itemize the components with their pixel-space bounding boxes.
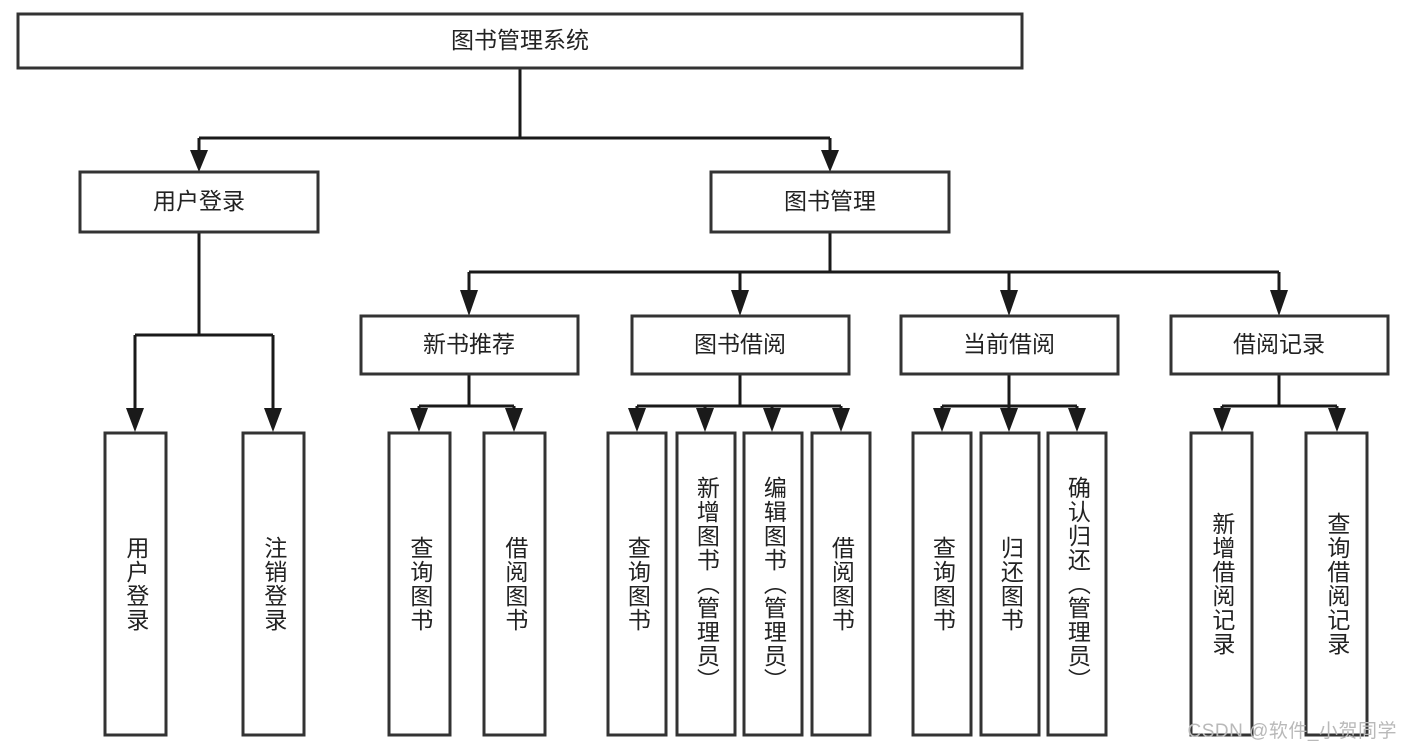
- connectors-layer: [126, 68, 1346, 432]
- leaf-box-newbook-query[interactable]: [387, 431, 452, 737]
- arrow-head-newbook-leaf-1: [410, 408, 428, 432]
- leaf-label-wrap-record-add: 新增借阅记录: [1191, 433, 1252, 735]
- leaf-box-record-add[interactable]: [1189, 431, 1254, 737]
- leaf-label-wrap-user-login: 用户登录: [105, 433, 166, 735]
- arrow-head-bookborrow-leaf-1: [628, 408, 646, 432]
- leaf-box-logout[interactable]: [241, 431, 306, 737]
- arrow-head-book-borrow: [731, 290, 749, 316]
- node-root[interactable]: 图书管理系统: [16, 12, 1024, 70]
- book-borrow-label: 图书借阅: [694, 331, 786, 357]
- borrow-records-box[interactable]: [1169, 314, 1390, 376]
- node-book-borrow[interactable]: 图书借阅: [630, 314, 851, 376]
- root-box[interactable]: [16, 12, 1024, 70]
- arrow-head-bookborrow-leaf-3: [763, 408, 781, 432]
- node-borrow-records[interactable]: 借阅记录: [1169, 314, 1390, 376]
- leaf-label-wrap-current-query: 查询图书: [913, 433, 971, 735]
- leaf-label-wrap-borrow-lend: 借阅图书: [812, 433, 870, 735]
- leaf-box-borrow-query[interactable]: [606, 431, 668, 737]
- node-user-login[interactable]: 用户登录: [78, 170, 320, 234]
- leaf-box-newbook-borrow[interactable]: [482, 431, 547, 737]
- arrow-head-borrowrecords-leaf-2: [1328, 408, 1346, 432]
- node-book-manage[interactable]: 图书管理: [709, 170, 951, 234]
- leaf-label-newbook-query: 查询图书: [406, 536, 433, 632]
- new-book-recommend-box[interactable]: [359, 314, 580, 376]
- arrow-head-newbook-leaf-2: [505, 408, 523, 432]
- arrow-head-currentborrow-leaf-3: [1068, 408, 1086, 432]
- leaf-label-record-query: 查询借阅记录: [1323, 512, 1350, 656]
- leaf-label-user-login: 用户登录: [122, 536, 149, 632]
- current-borrow-box[interactable]: [899, 314, 1120, 376]
- leaf-box-current-confirm[interactable]: [1046, 431, 1108, 737]
- leaf-box-borrow-add[interactable]: [675, 431, 737, 737]
- book-manage-box[interactable]: [709, 170, 951, 234]
- arrow-head-user-login: [190, 150, 208, 172]
- user-login-label: 用户登录: [153, 188, 245, 214]
- leaf-label-borrow-edit: 编辑图书（管理员）: [760, 476, 787, 692]
- leaf-box-record-query[interactable]: [1304, 431, 1369, 737]
- new-book-recommend-label: 新书推荐: [423, 331, 515, 357]
- leaf-label-current-return: 归还图书: [997, 536, 1024, 632]
- leaf-label-borrow-query: 查询图书: [624, 536, 651, 632]
- arrow-head-bookborrow-leaf-4: [832, 408, 850, 432]
- leaf-label-newbook-borrow: 借阅图书: [501, 536, 528, 632]
- arrow-head-currentborrow-leaf-1: [933, 408, 951, 432]
- user-login-box[interactable]: [78, 170, 320, 234]
- leaf-label-wrap-borrow-query: 查询图书: [608, 433, 666, 735]
- leaf-label-wrap-newbook-query: 查询图书: [389, 433, 450, 735]
- leaf-box-user-login[interactable]: [103, 431, 168, 737]
- arrow-head-new-book: [460, 290, 478, 316]
- arrow-head-book-manage: [821, 150, 839, 172]
- leaf-label-wrap-record-query: 查询借阅记录: [1306, 433, 1367, 735]
- leaf-box-current-query[interactable]: [911, 431, 973, 737]
- leaf-box-borrow-lend[interactable]: [810, 431, 872, 737]
- leaf-box-current-return[interactable]: [979, 431, 1041, 737]
- arrow-head-borrowrecords-leaf-1: [1213, 408, 1231, 432]
- arrow-head-bookborrow-leaf-2: [696, 408, 714, 432]
- leaf-label-current-query: 查询图书: [929, 536, 956, 632]
- book-manage-label: 图书管理: [784, 188, 876, 214]
- arrow-head-leaf-user-login: [126, 408, 144, 432]
- leaf-label-wrap-borrow-add: 新增图书（管理员）: [677, 433, 735, 735]
- leaf-label-wrap-newbook-borrow: 借阅图书: [484, 433, 545, 735]
- leaf-label-wrap-current-return: 归还图书: [981, 433, 1039, 735]
- leaf-label-wrap-current-confirm: 确认归还（管理员）: [1048, 433, 1106, 735]
- leaf-label-wrap-borrow-edit: 编辑图书（管理员）: [744, 433, 802, 735]
- leaf-label-wrap-logout: 注销登录: [243, 433, 304, 735]
- csdn-watermark: CSDN @软件_小贺同学: [1187, 721, 1397, 742]
- leaf-label-borrow-add: 新增图书（管理员）: [693, 476, 720, 692]
- node-new-book-recommend[interactable]: 新书推荐: [359, 314, 580, 376]
- arrow-head-borrow-records: [1270, 290, 1288, 316]
- leaf-box-borrow-edit[interactable]: [742, 431, 804, 737]
- leaf-label-current-confirm: 确认归还（管理员）: [1064, 476, 1091, 692]
- arrow-head-currentborrow-leaf-2: [1000, 408, 1018, 432]
- book-borrow-box[interactable]: [630, 314, 851, 376]
- arrow-head-current-borrow: [1000, 290, 1018, 316]
- leaf-label-borrow-lend: 借阅图书: [828, 536, 855, 632]
- borrow-records-label: 借阅记录: [1233, 331, 1325, 357]
- root-label: 图书管理系统: [451, 27, 589, 53]
- current-borrow-label: 当前借阅: [963, 331, 1055, 357]
- leaf-label-record-add: 新增借阅记录: [1208, 512, 1235, 656]
- leaf-label-logout: 注销登录: [260, 536, 287, 632]
- arrow-head-leaf-logout: [264, 408, 282, 432]
- node-current-borrow[interactable]: 当前借阅: [899, 314, 1120, 376]
